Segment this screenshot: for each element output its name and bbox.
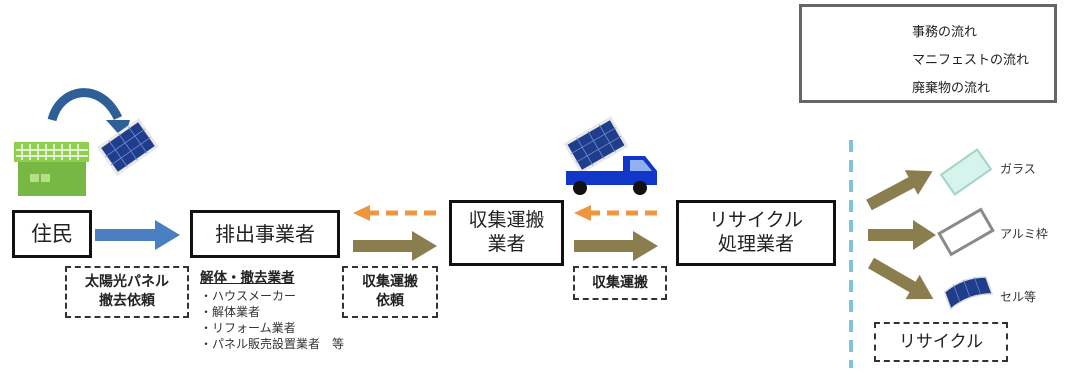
legend-office-label: 事務の流れ (912, 25, 978, 40)
node-collector: 収集運搬 業者 (449, 200, 564, 266)
curved-arrow-icon (47, 88, 123, 122)
office-flow-arrow (95, 220, 180, 250)
manifest-flow-arrow-2 (574, 205, 657, 221)
waste-flow-arrow-1 (353, 231, 437, 261)
discharger-type-item: ・ハウスメーカー (200, 289, 297, 303)
output-cell-label: セル等 (1000, 290, 1037, 304)
legend (799, 4, 1057, 103)
glass-icon (939, 148, 993, 196)
discharger-type-item: ・パネル販売設置業者 等 (200, 337, 345, 351)
output-glass-label: ガラス (1000, 162, 1036, 176)
legend-waste-label: 廃棄物の流れ (912, 81, 991, 96)
cell-icon (943, 276, 994, 311)
discharger-type-item: ・解体業者 (200, 305, 261, 319)
house-icon (14, 142, 89, 196)
output-arrow-frame (868, 220, 936, 250)
node-recycler: リサイクル 処理業者 (676, 200, 836, 266)
discharger-types-heading: 解体・撤去業者 (200, 270, 295, 286)
output-arrow-cell (868, 257, 934, 300)
truck-icon (566, 156, 657, 195)
label-recycle: リサイクル (874, 322, 1008, 362)
output-arrow-glass (866, 170, 933, 211)
legend-manifest-label: マニフェストの流れ (912, 53, 1030, 68)
solar-panel-icon (97, 118, 159, 176)
node-discharger: 排出事業者 (190, 210, 340, 258)
discharger-type-item: ・リフォーム業者 (200, 321, 296, 335)
label-collection-request: 収集運搬 依頼 (342, 266, 438, 318)
output-frame-label: アルミ枠 (1000, 227, 1048, 241)
aluminum-frame-icon (937, 207, 995, 257)
waste-flow-arrow-2 (574, 231, 658, 261)
label-collection-transport: 収集運搬 (573, 266, 667, 300)
manifest-flow-arrow-1 (353, 205, 436, 221)
label-removal-request: 太陽光パネル 撤去依頼 (65, 266, 189, 318)
node-resident: 住民 (12, 210, 92, 258)
truck-panel-icon (563, 116, 629, 174)
